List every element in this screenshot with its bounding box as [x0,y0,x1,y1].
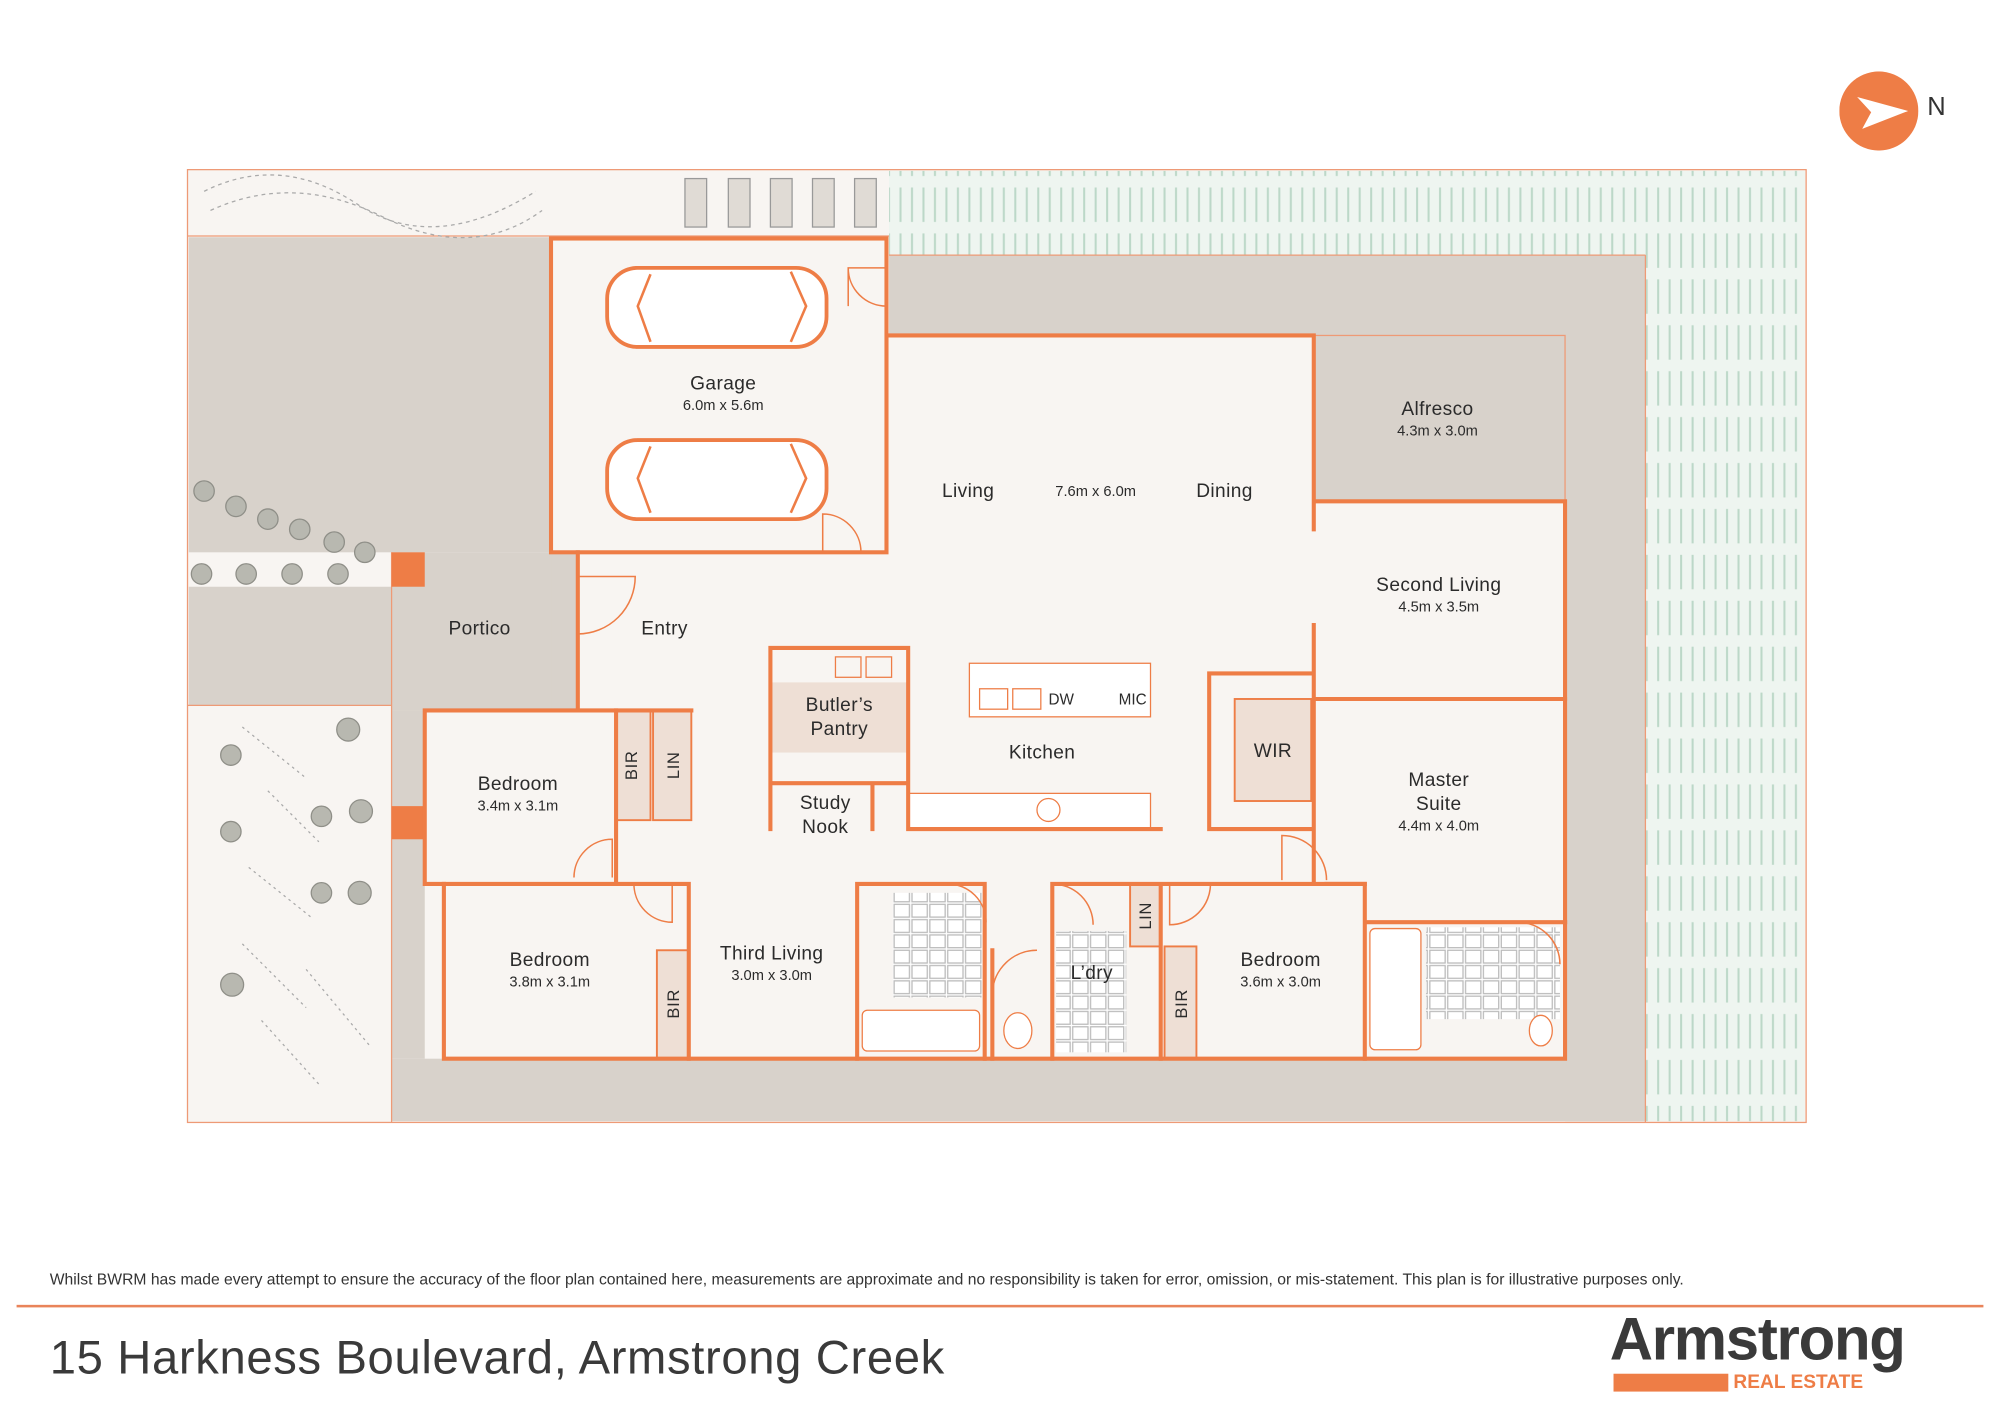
room-name-line1: Butler’s [805,694,873,716]
room-dimensions: 6.0m x 5.6m [682,398,764,414]
room-bedroom-rear: Bedroom 3.8m x 3.1m [509,950,590,992]
room-name: Bedroom [1240,949,1321,972]
logo-bar [1613,1373,1729,1392]
north-arrow-icon [1839,71,1919,151]
room-garage: Garage 6.0m x 5.6m [683,373,764,415]
agency-logo: Armstrong REAL ESTATE [1609,1304,1929,1395]
logo-wordmark: Armstrong [1609,1304,1906,1373]
logo-subtitle: REAL ESTATE [1733,1371,1864,1393]
room-third-living: Third Living 3.0m x 3.0m [720,943,823,985]
room-dimensions: 4.4m x 4.0m [1398,818,1480,834]
living-dimensions: 7.6m x 6.0m [1055,484,1137,500]
room-dimensions: 3.6m x 3.0m [1240,974,1321,991]
room-dimensions: 4.5m x 3.5m [1398,599,1480,616]
room-dimensions: 4.3m x 3.0m [1397,423,1478,440]
site [186,169,1807,1124]
room-name-line2: Nook [802,816,849,839]
car-icon [605,265,829,522]
room-portico: Portico [448,618,511,640]
room-kitchen: Kitchen [1008,741,1076,764]
doors [573,267,1561,993]
room-bir-bedroom3: BIR [1171,989,1191,1019]
footer-divider [16,1304,1984,1308]
room-alfresco: Alfresco 4.3m x 3.0m [1397,399,1478,441]
walls [422,236,1568,1061]
room-bir-rear: BIR [663,989,684,1019]
room-bedroom-side: Bedroom 3.6m x 3.0m [1240,950,1321,992]
room-linen-front: LIN [663,751,684,780]
room-study-nook: Study Nook [800,792,851,840]
room-name: Third Living [719,943,824,965]
room-butlers-pantry: Butler’s Pantry [806,694,873,742]
bushes [203,174,543,1085]
room-dimensions: 3.8m x 3.1m [509,974,591,991]
room-name: Second Living [1376,574,1502,597]
room-living: Living [941,480,995,503]
room-dimensions: 3.0m x 3.0m [731,968,813,984]
disclaimer-text: Whilst BWRM has made every attempt to en… [49,1270,1684,1289]
room-name: Garage [690,373,757,395]
dishwasher-label: DW [1048,690,1074,709]
shrubs [190,480,376,997]
room-bir-front: BIR [621,750,641,781]
room-dimensions: 3.4m x 3.1m [477,798,559,815]
room-dining: Dining [1196,480,1253,503]
room-name: Bedroom [477,773,559,796]
room-name-line2: Suite [1415,793,1462,815]
microwave-label: MIC [1118,690,1147,709]
room-bedroom-front: Bedroom 3.4m x 3.1m [477,774,558,816]
room-name: Bedroom [509,949,590,972]
room-linen-laundry: LIN [1135,901,1155,930]
north-label: N [1927,93,1946,122]
room-name-line1: Study [799,792,851,815]
fixtures [615,656,1560,1060]
room-laundry: L’dry [1070,962,1114,985]
room-wir: WIR [1253,740,1293,763]
property-address: 15 Harkness Boulevard, Armstrong Creek [49,1331,945,1384]
room-master-suite: Master Suite 4.4m x 4.0m [1398,769,1479,835]
room-name: Alfresco [1401,398,1474,421]
room-entry: Entry [641,618,688,640]
room-name-line1: Master [1408,769,1470,791]
room-second-living: Second Living 4.5m x 3.5m [1376,575,1501,617]
room-name-line2: Pantry [810,718,869,740]
